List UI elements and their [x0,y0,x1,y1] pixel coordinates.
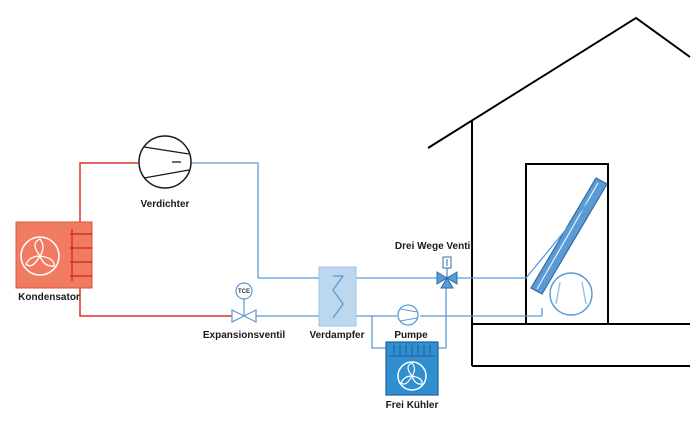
expansion-valve-body [231,309,246,323]
suction-line [191,162,319,279]
free-cooler-label: Frei Kühler [386,400,439,411]
evaporator-coil [332,275,345,319]
hot-refrigerant-line [79,162,232,317]
indoor-fan-blade [581,281,587,305]
roof-line [427,16,691,149]
indoor-heat-exchanger [530,177,608,295]
hot-line-top [79,162,138,229]
three-way-valve-label: Drei Wege Ventil [395,241,473,252]
pump [397,304,419,326]
indoor-fan-blade [555,281,561,305]
hot-line-bottom [79,281,232,317]
pump-line [399,317,418,322]
indoor-fan [549,272,593,316]
expansion-valve-label: Expansionsventil [203,330,285,341]
line-valve-to-indoor [457,192,597,279]
three-way-valve-body [440,277,454,289]
compressor-label: Verdichter [141,199,190,210]
tce-label: TCE [238,289,250,295]
evaporator [318,266,357,327]
compressor-line [143,169,190,179]
three-way-valve-body [436,271,448,285]
condenser-fan-housing [20,236,60,276]
indoor-coil [530,177,608,295]
indoor-fan-housing [549,272,593,316]
condenser [15,221,93,289]
compressor-body [138,135,192,189]
three-way-valve [436,256,458,289]
indoor-unit-cabinet [525,163,609,325]
pump-line [399,308,418,313]
evaporator-label: Verdampfer [309,330,364,341]
compressor-line [143,146,190,155]
tce-sensor-icon [235,282,253,300]
condenser-label: Kondensator [18,292,80,303]
free-cooler-fan-housing [397,361,427,391]
three-way-valve-body [446,271,458,285]
condenser-body [15,221,93,289]
condenser-fan-icon [25,238,55,267]
indoor-coil-inner [536,182,599,290]
line-free-cooler-right [438,288,447,349]
pump-label: Pumpe [394,330,428,341]
line-free-cooler-left [371,316,386,349]
expansion-valve-body [242,309,257,323]
compressor [138,135,192,189]
expansion-valve: TCE [231,282,257,323]
pump-body [397,304,419,326]
building [427,16,691,367]
free-cooler [385,341,439,396]
free-cooler-fan-icon [400,362,423,385]
cold-refrigerant-line [191,162,597,349]
